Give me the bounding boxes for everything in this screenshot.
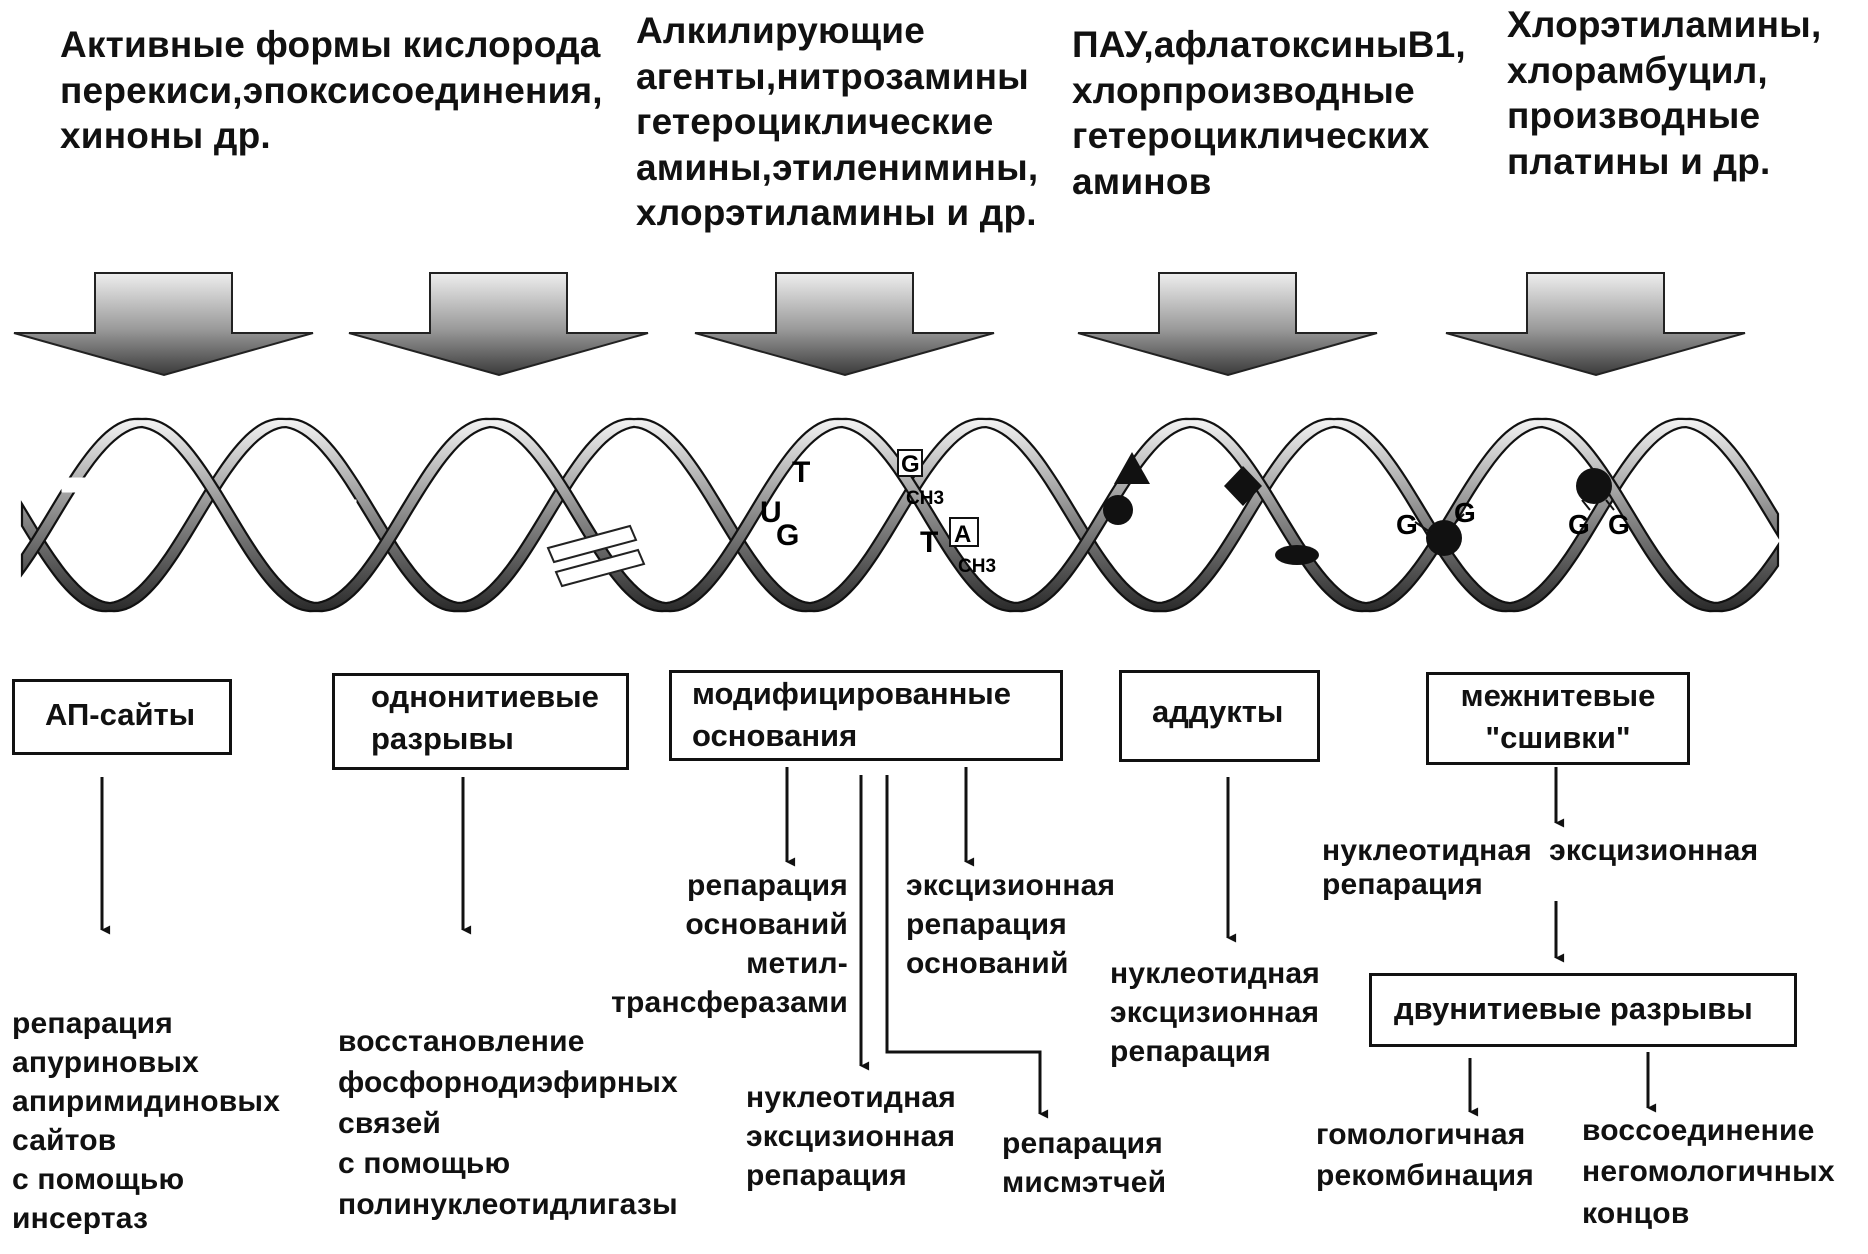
- agent-label-ros: Активные формы кислорода перекиси,эпокси…: [60, 22, 603, 159]
- repair-ap-sites: репарация апуриновых апиримидиновых сайт…: [12, 1004, 280, 1238]
- base-thymine-2: T: [920, 526, 938, 559]
- base-thymine-1: T: [792, 456, 810, 489]
- adduct-ellipse: [1275, 545, 1319, 565]
- repair-nucleotide-excision-crosslinks: нуклеотидная эксцизионная репарация: [1322, 834, 1758, 901]
- repair-nucleotide-excision-mod: нуклеотидная эксцизионная репарация: [746, 1078, 956, 1195]
- box-ssb-label: однонитиевые разрывы: [371, 676, 599, 760]
- box-double-strand-breaks: двунитиевые разрывы: [1369, 973, 1797, 1047]
- agent-label-alkylating: Алкилирующие агенты,нитрозамины гетероци…: [636, 8, 1038, 236]
- box-ap-sites: АП-сайты: [12, 679, 232, 755]
- base-methyl-g: G: [901, 451, 920, 478]
- box-crosslinks: межнитевые "сшивки": [1426, 672, 1690, 765]
- base-methyl-g-ch3: CH3: [906, 488, 944, 509]
- ap-site-gap-2: [326, 500, 356, 514]
- base-crosslink-g2: G: [1454, 497, 1476, 528]
- crosslink-ball-2: [1576, 468, 1612, 504]
- agent-arrow-1: [14, 273, 313, 375]
- base-crosslink-g1: G: [1396, 509, 1418, 540]
- repair-base-excision: эксцизионная репарация оснований: [906, 866, 1115, 983]
- box-modified-bases: модифицированные основания: [669, 670, 1063, 761]
- agent-arrow-5: [1446, 273, 1745, 375]
- repair-homologous-recombination: гомологичная рекомбинация: [1316, 1114, 1534, 1197]
- base-guanine-1: G: [776, 519, 799, 552]
- agent-arrow-4: [1078, 273, 1377, 375]
- repair-nhej: воссоединение негомологичных концов: [1582, 1110, 1835, 1234]
- box-modified-bases-label: модифицированные основания: [692, 673, 1011, 757]
- repair-ligase: восстановление фосфорнодиэфирных связей …: [338, 1022, 678, 1226]
- ap-site-gap-1: [62, 478, 90, 492]
- box-single-strand-breaks: однонитиевые разрывы: [332, 673, 629, 770]
- agent-arrow-3: [695, 273, 994, 375]
- base-crosslink-g3: G: [1568, 509, 1590, 540]
- adduct-circle: [1103, 495, 1133, 525]
- dna-strand: [22, 419, 1778, 611]
- box-ap-sites-label: АП-сайты: [45, 694, 195, 736]
- dna-double-helix: [22, 419, 1778, 611]
- agent-label-pah: ПАУ,афлатоксиныВ1, хлорпроизводные гетер…: [1072, 22, 1466, 204]
- base-methyl-a: A: [954, 521, 971, 548]
- repair-mismatch: репарация мисмэтчей: [1002, 1124, 1166, 1202]
- box-adducts-label: аддукты: [1152, 691, 1283, 733]
- box-adducts: аддукты: [1119, 670, 1320, 762]
- repair-methyltransferase: репарация оснований метил- трансферазами: [590, 866, 848, 1022]
- box-dsb-label: двунитиевые разрывы: [1394, 988, 1753, 1030]
- base-crosslink-g4: G: [1608, 509, 1630, 540]
- agent-label-crosslinkers: Хлорэтиламины, хлорамбуцил, производные …: [1507, 2, 1821, 184]
- agent-arrow-2: [349, 273, 648, 375]
- base-methyl-a-ch3: CH3: [958, 556, 996, 577]
- repair-nucleotide-excision-adducts: нуклеотидная эксцизионная репарация: [1110, 954, 1320, 1071]
- box-crosslinks-label: межнитевые "сшивки": [1429, 675, 1687, 759]
